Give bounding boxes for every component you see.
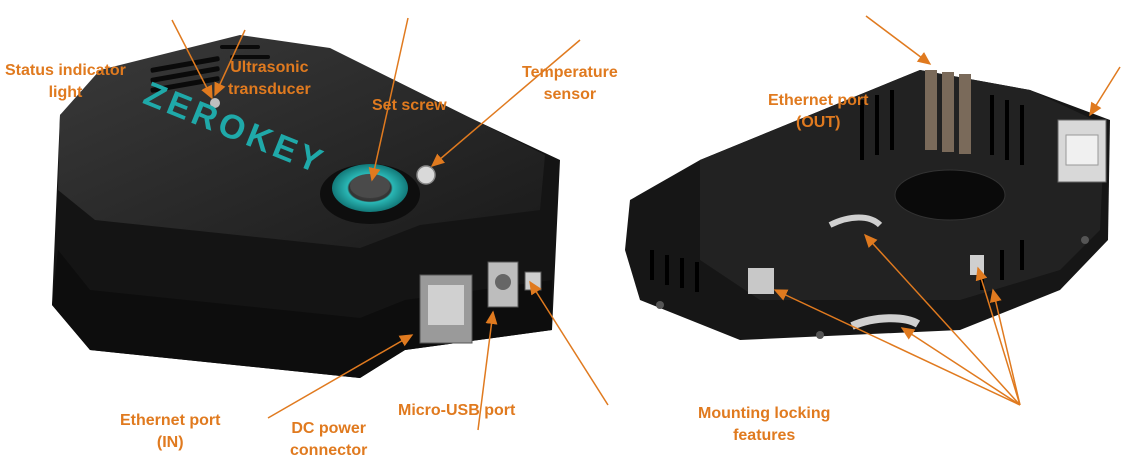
right-device [625,70,1110,340]
label-ethernet-out: Ethernet port(OUT) [768,92,869,131]
label-set-screw: Set screw [372,97,447,114]
callout-arrows [171,15,1121,431]
left-device [52,35,560,378]
label-micro-usb: Micro-USB port [398,402,516,419]
label-ethernet-in: Ethernet port(IN) [120,412,221,451]
